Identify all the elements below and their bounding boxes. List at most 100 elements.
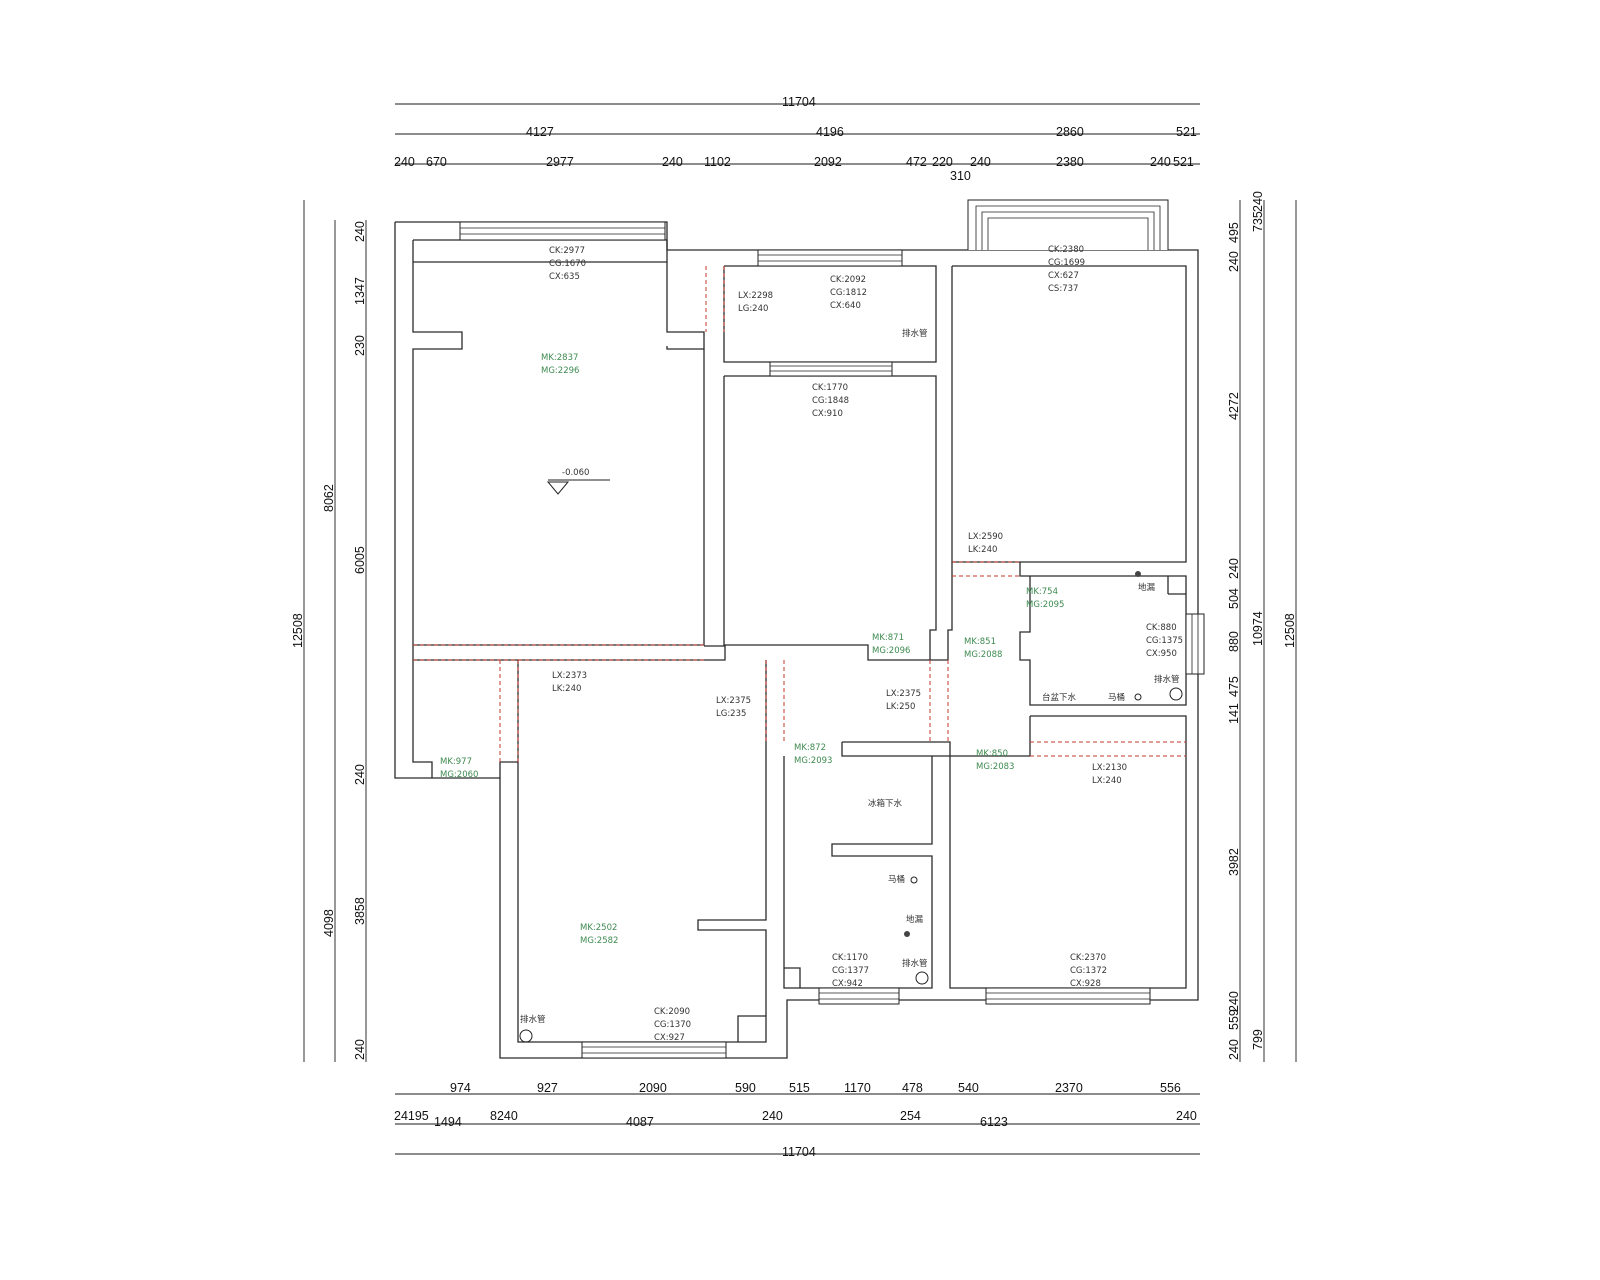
dim-top-r3-5: 2092 (814, 155, 842, 169)
drain-pipe-icon (915, 971, 929, 985)
label: 排水管 (1154, 674, 1180, 685)
dim-right-in-11: 240 (1227, 1039, 1241, 1060)
label: LX:240 (1092, 776, 1122, 786)
label: CX:910 (812, 409, 843, 419)
annotations: CK:2977 CG:1670 CX:635 MK:2837 MG:2296 -… (440, 245, 1183, 1043)
label: 冰箱下水 (868, 798, 903, 809)
dim-top-r3-7: 220 (932, 155, 953, 169)
dim-right-in-5: 880 (1227, 631, 1241, 652)
label: CG:1848 (812, 396, 849, 406)
green-label: MK:872 (794, 743, 826, 753)
dim-bot-r1-4: 515 (789, 1081, 810, 1095)
dim-bot-r2-6: 6123 (980, 1115, 1008, 1129)
window (769, 361, 893, 377)
dim-left-in-2: 230 (353, 335, 367, 356)
dim-top-r3-3: 240 (662, 155, 683, 169)
wall-segment (1019, 562, 1187, 706)
dim-right-in-7: 141 (1227, 703, 1241, 724)
wall-segment (412, 660, 433, 778)
label: LK:240 (968, 545, 997, 555)
dim-right-mid-2: 10974 (1251, 611, 1265, 646)
dim-right-in-10: 559 (1227, 1009, 1241, 1030)
dim-right-in-2: 4272 (1227, 392, 1241, 420)
dim-right-mid-0: 735 (1251, 211, 1265, 232)
dim-bot-r1-1: 927 (537, 1081, 558, 1095)
dim-bot-r1-3: 590 (735, 1081, 756, 1095)
wall-segment (951, 265, 1187, 563)
dim-bot-r1-7: 540 (958, 1081, 979, 1095)
label: CG:1699 (1048, 258, 1085, 268)
bay-window (967, 199, 1169, 250)
label: 排水管 (520, 1014, 546, 1025)
dim-left-mid-0: 8062 (322, 484, 336, 512)
label: 地漏 (906, 914, 924, 925)
bay-window-line (981, 211, 1155, 250)
green-label: MK:2502 (580, 923, 617, 933)
label: 排水管 (902, 958, 928, 969)
dim-bot-r2-4: 240 (762, 1109, 783, 1123)
green-label: MK:851 (964, 637, 996, 647)
green-label: MK:850 (976, 749, 1008, 759)
outer-wall (394, 221, 1199, 1059)
window (757, 249, 903, 267)
dim-top-total: 11704 (782, 95, 816, 109)
label: CS:737 (1048, 284, 1078, 294)
left-dimensions: 12508 8062 4098 240 1347 230 6005 240 38… (291, 200, 367, 1062)
dim-top-r2-1: 4196 (816, 125, 844, 139)
wall-segment (930, 562, 953, 661)
wall-segment (697, 660, 767, 1016)
floor-drain-icon (1135, 571, 1141, 577)
bay-window-line (975, 205, 1161, 250)
dim-top-r3-4: 1102 (704, 155, 731, 169)
bay-window-line (987, 217, 1149, 250)
dim-bottom-total: 11704 (782, 1145, 816, 1159)
dim-bot-r1-0: 974 (450, 1081, 471, 1095)
green-label: MK:977 (440, 757, 472, 767)
dim-bot-r2-1: 1494 (434, 1115, 462, 1129)
dim-top-r2-3: 521 (1176, 125, 1197, 139)
label: LX:2375 (886, 689, 921, 699)
floor-drain-icon (904, 931, 910, 937)
windows (459, 199, 1205, 1059)
dim-top-r3-9: 2380 (1056, 155, 1084, 169)
label: CK:1770 (812, 383, 848, 393)
dim-top-r3-8: 240 (970, 155, 991, 169)
dim-bot-r1-9: 556 (1160, 1081, 1181, 1095)
bottom-dimensions: 974 927 2090 590 515 1170 478 540 2370 5… (394, 1081, 1200, 1159)
wall-segment (412, 240, 463, 660)
dim-top-r3-2: 2977 (546, 155, 574, 169)
label: CK:2380 (1048, 245, 1084, 255)
wall-segment (499, 761, 518, 778)
dim-right-in-6: 475 (1227, 676, 1241, 697)
wall-segment (413, 349, 705, 646)
green-label: MK:871 (872, 633, 904, 643)
label: 马桶 (1108, 692, 1125, 703)
label: CX:942 (832, 979, 863, 989)
dim-bot-r2-5: 254 (900, 1109, 921, 1123)
label: CX:950 (1146, 649, 1177, 659)
dim-top-r3-6: 472 (906, 155, 927, 169)
label: LX:2590 (968, 532, 1003, 542)
dim-right-in-3: 240 (1227, 558, 1241, 579)
dim-right-mid-1: 240 (1251, 191, 1265, 212)
label: CX:928 (1070, 979, 1101, 989)
label: CG:1670 (549, 259, 586, 269)
label: LX:2373 (552, 671, 587, 681)
fixtures (519, 479, 1183, 1043)
drain-pipe-icon (1169, 687, 1183, 701)
dim-left-in-6: 240 (353, 1039, 367, 1060)
dim-bot-r1-2: 2090 (639, 1081, 667, 1095)
green-label: MG:2060 (440, 770, 478, 780)
level-marker-icon (546, 481, 570, 495)
dim-right-in-9: 240 (1227, 991, 1241, 1012)
wall-segment (413, 645, 726, 661)
door-openings (413, 266, 1186, 762)
walls (394, 221, 1199, 1059)
green-label: MG:2095 (1026, 600, 1064, 610)
label: CG:1377 (832, 966, 869, 976)
level-label: -0.060 (562, 468, 589, 478)
toilet-icon (1134, 693, 1142, 701)
drain-pipe-icon (519, 1029, 533, 1043)
dim-bot-r1-5: 1170 (844, 1081, 871, 1095)
